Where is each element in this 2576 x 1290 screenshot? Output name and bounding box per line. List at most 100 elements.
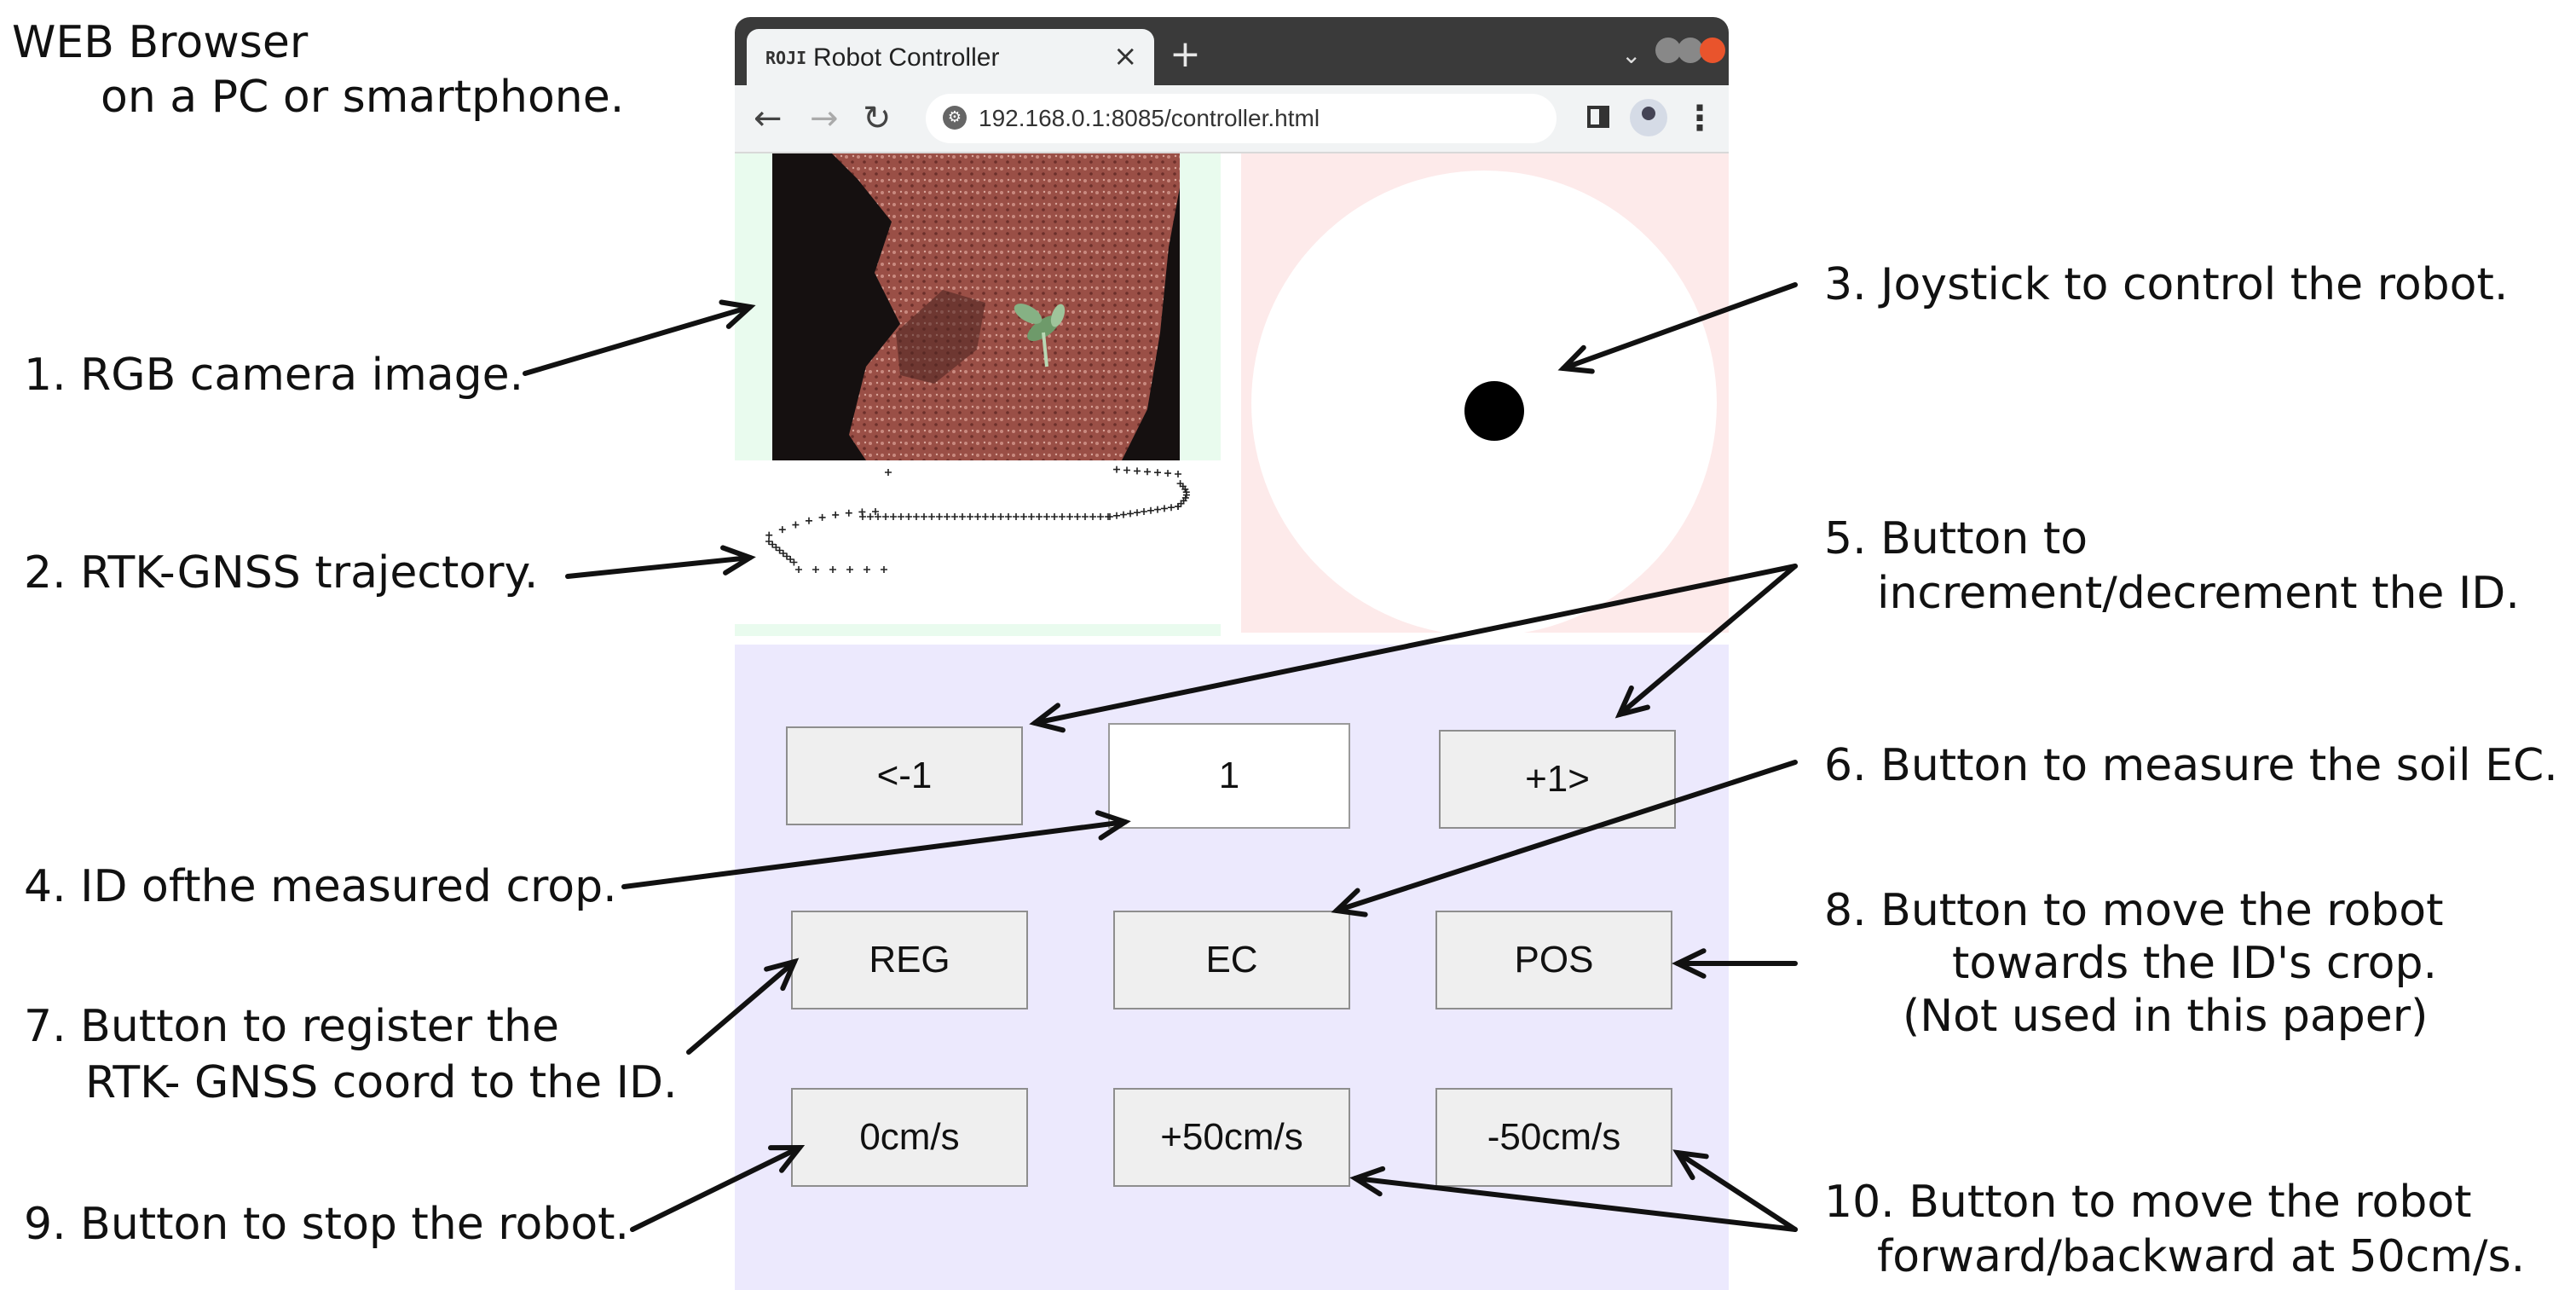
- trajectory-point: [1028, 513, 1035, 520]
- joystick-panel: [1241, 153, 1729, 633]
- trajectory-point: [779, 550, 787, 557]
- annotation-id: 4. ID ofthe measured crop.: [24, 861, 617, 912]
- annotation-register-line1: 7. Button to register the: [24, 1001, 559, 1052]
- trajectory-point: [990, 513, 996, 520]
- joystick-knob[interactable]: [1464, 381, 1524, 441]
- plant-seedling: [1014, 304, 1066, 367]
- trajectory-point: [1082, 513, 1089, 520]
- trajectory-point: [1154, 469, 1161, 477]
- trajectory-point: [1168, 504, 1175, 512]
- trajectory-point: [1176, 480, 1184, 488]
- profile-icon[interactable]: [1630, 99, 1667, 136]
- trajectory-point: [1074, 513, 1081, 520]
- move-to-position-button[interactable]: POS: [1435, 911, 1672, 1009]
- trajectory-point: [859, 513, 866, 520]
- camera-image-graphic: [832, 153, 1180, 460]
- browser-caption-line2: on a PC or smartphone.: [101, 72, 625, 123]
- trajectory-point: [765, 538, 772, 545]
- address-bar[interactable]: ⚙ 192.168.0.1:8085/controller.html: [926, 94, 1557, 143]
- trajectory-point: [1161, 505, 1168, 512]
- trajectory-point: [845, 509, 852, 517]
- menu-icon[interactable]: ⋮: [1683, 99, 1717, 138]
- new-tab-icon[interactable]: +: [1170, 32, 1201, 76]
- trajectory-point: [1020, 513, 1027, 520]
- browser-tab[interactable]: ROJI Robot Controller ×: [747, 29, 1154, 85]
- trajectory-point: [765, 531, 773, 539]
- trajectory-point: [1147, 506, 1154, 514]
- browser-window: ROJI Robot Controller × + ⌄ ← → ↻ ⚙ 192.…: [735, 17, 1729, 1290]
- annotation-id-buttons-line2: increment/decrement the ID.: [1877, 568, 2520, 619]
- trajectory-point: [913, 513, 920, 520]
- increment-id-button[interactable]: +1>: [1439, 730, 1676, 829]
- trajectory-point: [1089, 513, 1096, 520]
- browser-toolbar: ← → ↻ ⚙ 192.168.0.1:8085/controller.html…: [735, 85, 1729, 153]
- arrow-camera: [523, 299, 756, 376]
- annotation-camera: 1. RGB camera image.: [24, 350, 524, 401]
- window-close-icon[interactable]: [1700, 38, 1725, 63]
- title-bar: ROJI Robot Controller × + ⌄: [735, 17, 1729, 85]
- trajectory-point: [1013, 513, 1019, 520]
- window-maximize-icon[interactable]: [1678, 38, 1703, 63]
- trajectory-point: [872, 508, 879, 515]
- register-button[interactable]: REG: [791, 911, 1028, 1009]
- annotation-trajectory: 2. RTK-GNSS trajectory.: [24, 547, 539, 599]
- trajectory-plot: [765, 466, 1190, 573]
- trajectory-point: [885, 469, 892, 476]
- annotation-pos-line3: (Not used in this paper): [1903, 991, 2429, 1042]
- tab-close-icon[interactable]: ×: [1113, 39, 1138, 73]
- trajectory-point: [1127, 510, 1134, 518]
- trajectory-point: [898, 513, 904, 520]
- annotation-joystick: 3. Joystick to control the robot.: [1824, 259, 2509, 310]
- trajectory-point: [1154, 506, 1161, 513]
- trajectory-point: [944, 513, 950, 520]
- trajectory-point: [1134, 467, 1141, 475]
- measure-ec-button[interactable]: EC: [1113, 911, 1350, 1009]
- trajectory-point: [1059, 513, 1066, 520]
- annotation-stop: 9. Button to stop the robot.: [24, 1199, 630, 1250]
- trajectory-point: [1043, 513, 1050, 520]
- trajectory-point: [890, 513, 897, 520]
- trajectory-point: [974, 513, 981, 520]
- trajectory-point: [982, 513, 989, 520]
- back-icon[interactable]: ←: [754, 99, 783, 138]
- trajectory-point: [1141, 508, 1147, 515]
- forward-icon[interactable]: →: [810, 99, 839, 138]
- trajectory-point: [772, 544, 780, 551]
- trajectory-point: [783, 552, 790, 560]
- trajectory-point: [905, 513, 912, 520]
- side-panel-icon[interactable]: [1587, 106, 1609, 128]
- trajectory-point: [787, 556, 794, 563]
- trajectory-point: [1106, 513, 1113, 520]
- forward-button[interactable]: +50cm/s: [1113, 1088, 1350, 1187]
- trajectory-point: [1144, 468, 1151, 476]
- trajectory-point: [1164, 470, 1171, 477]
- window-minimize-icon[interactable]: [1655, 38, 1681, 63]
- trajectory-point: [867, 513, 874, 520]
- trajectory-point: [776, 547, 783, 554]
- annotation-id-buttons-line1: 5. Button to: [1824, 513, 2088, 564]
- trajectory-point: [936, 513, 943, 520]
- control-panel: <-1 1 +1> REG EC POS 0cm/s +50cm/s -50cm…: [735, 645, 1729, 1290]
- trajectory-point: [769, 541, 777, 548]
- crop-id-field[interactable]: 1: [1108, 723, 1350, 829]
- url-text: 192.168.0.1:8085/controller.html: [979, 105, 1320, 131]
- trajectory-point: [1036, 513, 1043, 520]
- trajectory-point: [928, 513, 935, 520]
- stop-button[interactable]: 0cm/s: [791, 1088, 1028, 1187]
- lock-icon[interactable]: ⚙: [943, 106, 967, 130]
- decrement-id-button[interactable]: <-1: [786, 726, 1023, 825]
- tab-search-icon[interactable]: ⌄: [1621, 41, 1642, 69]
- trajectory-point: [1097, 513, 1104, 520]
- trajectory-point: [997, 513, 1004, 520]
- reload-icon[interactable]: ↻: [863, 99, 892, 138]
- trajectory-point: [812, 566, 819, 573]
- arrow-trajectory: [565, 545, 756, 579]
- trajectory-point: [790, 558, 798, 566]
- rtk-gnss-trajectory: [735, 460, 1221, 636]
- annotation-register-line2: RTK- GNSS coord to the ID.: [85, 1057, 678, 1108]
- camera-panel: [735, 153, 1221, 460]
- trajectory-point: [881, 566, 887, 573]
- trajectory-point: [951, 513, 958, 520]
- backward-button[interactable]: -50cm/s: [1435, 1088, 1672, 1187]
- trajectory-point: [863, 566, 870, 573]
